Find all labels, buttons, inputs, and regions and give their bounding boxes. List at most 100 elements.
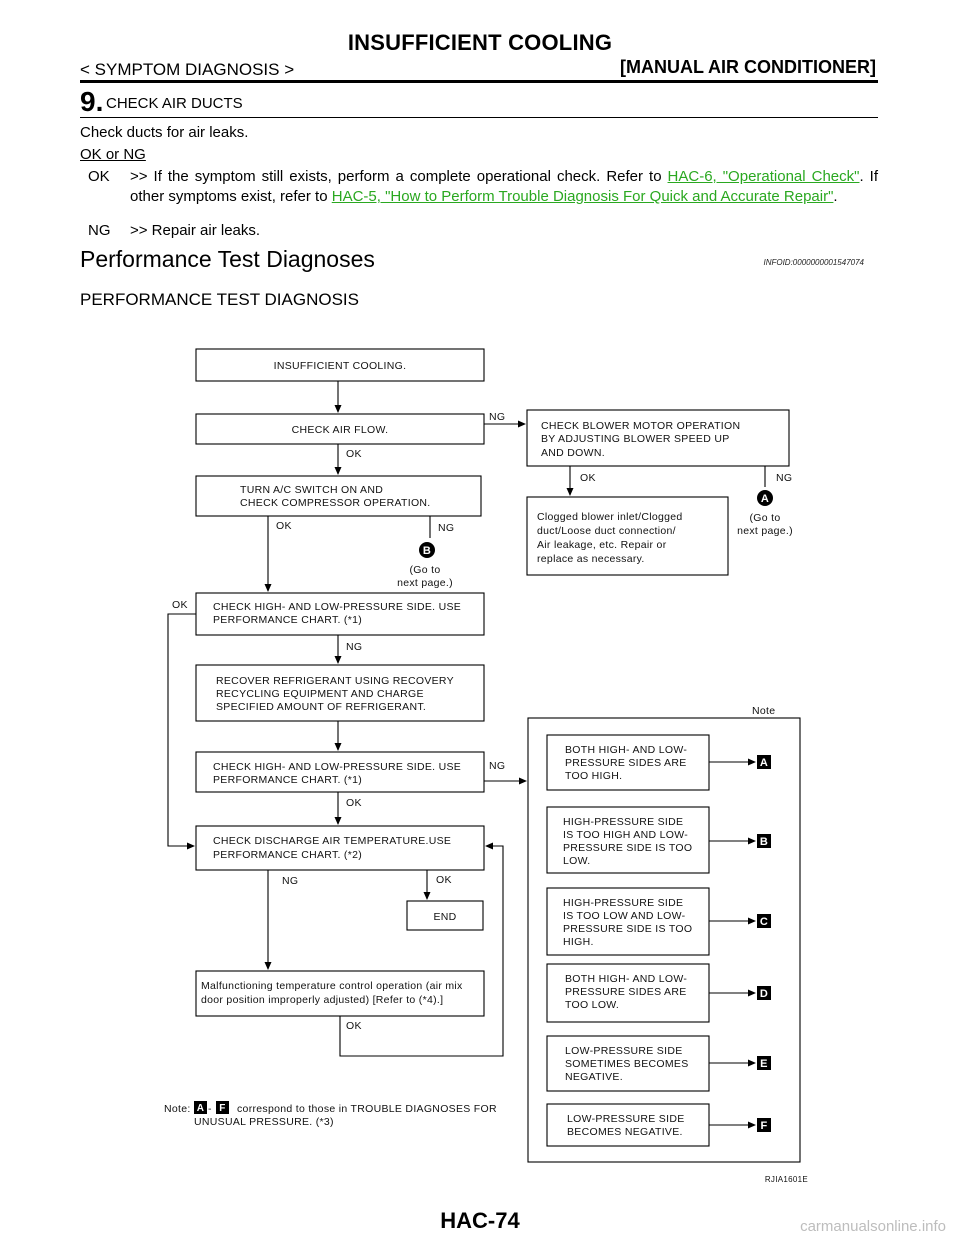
ok-description: >> If the symptom still exists, perform …: [130, 167, 878, 207]
text-clogged-4: replace as necessary.: [537, 553, 645, 565]
note-d-2: PRESSURE SIDES ARE: [565, 986, 687, 998]
note-c-1: HIGH-PRESSURE SIDE: [563, 897, 683, 909]
goto-b-2: next page.): [397, 577, 453, 589]
label-ng-air-flow: NG: [489, 411, 505, 423]
label-ok-blower: OK: [580, 472, 596, 484]
goto-a-1: (Go to: [750, 512, 781, 524]
text-turn-ac-1: TURN A/C SWITCH ON AND: [240, 484, 383, 496]
note-box-f: [546, 1103, 710, 1147]
marker-square-b: B: [757, 834, 771, 848]
text-malfunction-1: Malfunctioning temperature control opera…: [201, 980, 463, 992]
box-insufficient-cooling: [195, 348, 485, 382]
label-ok-pressure1: OK: [172, 599, 188, 611]
box-turn-ac-on: [195, 475, 482, 517]
result-heading: OK or NG: [80, 146, 146, 163]
text-clogged-1: Clogged blower inlet/Clogged: [537, 511, 683, 523]
label-ok-discharge: OK: [436, 874, 452, 886]
note-b-1: HIGH-PRESSURE SIDE: [563, 816, 683, 828]
text-pressure2-1: CHECK HIGH- AND LOW-PRESSURE SIDE. USE: [213, 761, 461, 773]
text-clogged-2: duct/Loose duct connection/: [537, 525, 676, 537]
note-d-1: BOTH HIGH- AND LOW-: [565, 973, 687, 985]
label-ok-pressure2: OK: [346, 797, 362, 809]
svg-text:A: A: [761, 493, 769, 505]
note-box-b: [546, 806, 710, 874]
svg-text:A: A: [760, 757, 768, 769]
page-number: HAC-74: [440, 1208, 520, 1233]
note-title: Note: [752, 705, 775, 717]
note-f-2: BECOMES NEGATIVE.: [567, 1126, 683, 1138]
note-e-3: NEGATIVE.: [565, 1071, 623, 1083]
note-b-4: LOW.: [563, 855, 590, 867]
svg-text:B: B: [423, 545, 431, 557]
note-c-2: IS TOO LOW AND LOW-: [563, 910, 686, 922]
label-ng-pressure1: NG: [346, 641, 362, 653]
marker-square-d: D: [757, 986, 771, 1000]
label-ok-air-flow: OK: [346, 448, 362, 460]
watermark: carmanualsonline.info: [800, 1218, 946, 1235]
step-number: 9.: [80, 86, 104, 117]
figure-id: RJIA1601E: [765, 1175, 808, 1184]
note-frame: [527, 717, 801, 1163]
note-c-3: PRESSURE SIDE IS TOO: [563, 923, 692, 935]
label-ok-compressor: OK: [276, 520, 292, 532]
box-check-pressure-2: [195, 751, 485, 793]
marker-square-a: A: [757, 755, 771, 769]
ng-description: >> Repair air leaks.: [130, 222, 261, 239]
goto-a-2: next page.): [737, 525, 793, 537]
svg-text:F: F: [760, 1120, 767, 1132]
text-end: END: [433, 911, 456, 923]
marker-square-e: E: [757, 1056, 771, 1070]
info-id: INFOID:0000000001547074: [763, 258, 864, 267]
marker-circle-b: B: [419, 542, 435, 558]
footnote-dash: -: [208, 1103, 212, 1115]
header-rule: [80, 80, 878, 83]
header-section: < SYMPTOM DIAGNOSIS >: [80, 60, 295, 79]
footnote-line-1: correspond to those in TROUBLE DIAGNOSES…: [237, 1103, 497, 1115]
ok-text-1: >> If the symptom still exists, perform …: [130, 168, 668, 185]
text-blower-3: AND DOWN.: [541, 447, 605, 459]
text-pressure2-2: PERFORMANCE CHART. (*1): [213, 774, 362, 786]
text-recover-3: SPECIFIED AMOUNT OF REFRIGERANT.: [216, 701, 426, 713]
note-e-2: SOMETIMES BECOMES: [565, 1058, 689, 1070]
page-header-title: INSUFFICIENT COOLING: [347, 30, 613, 55]
box-check-blower: [526, 409, 790, 467]
marker-square-f: F: [757, 1118, 771, 1132]
section-subtitle: PERFORMANCE TEST DIAGNOSIS: [80, 290, 359, 309]
text-pressure1-1: CHECK HIGH- AND LOW-PRESSURE SIDE. USE: [213, 601, 461, 613]
footnote-prefix: Note:: [164, 1103, 191, 1115]
note-e-1: LOW-PRESSURE SIDE: [565, 1045, 683, 1057]
text-malfunction-2: door position improperly adjusted) [Refe…: [201, 994, 443, 1006]
footnote-line-2: UNUSUAL PRESSURE. (*3): [194, 1116, 334, 1128]
text-insufficient-cooling: INSUFFICIENT COOLING.: [274, 360, 407, 372]
goto-b-1: (Go to: [410, 564, 441, 576]
label-ok-malfunction: OK: [346, 1020, 362, 1032]
note-a-2: PRESSURE SIDES ARE: [565, 757, 687, 769]
note-b-3: PRESSURE SIDE IS TOO: [563, 842, 692, 854]
text-discharge-1: CHECK DISCHARGE AIR TEMPERATURE.USE: [213, 835, 451, 847]
text-blower-1: CHECK BLOWER MOTOR OPERATION: [541, 420, 740, 432]
link-trouble-diagnosis[interactable]: HAC-5, "How to Perform Trouble Diagnosis…: [331, 188, 834, 205]
ok-text-2: . If other symptoms exist, refer to: [130, 168, 878, 205]
footnote-marker-a: A: [194, 1101, 207, 1114]
svg-text:C: C: [760, 916, 768, 928]
note-c-4: HIGH.: [563, 936, 594, 948]
label-ng-blower: NG: [776, 472, 792, 484]
note-d-3: TOO LOW.: [565, 999, 619, 1011]
text-blower-2: BY ADJUSTING BLOWER SPEED UP: [541, 433, 730, 445]
text-turn-ac-2: CHECK COMPRESSOR OPERATION.: [240, 497, 431, 509]
note-a-3: TOO HIGH.: [565, 770, 622, 782]
marker-circle-a: A: [757, 490, 773, 506]
ng-label: NG: [88, 222, 111, 239]
label-ng-pressure2: NG: [489, 760, 505, 772]
step-instruction: Check ducts for air leaks.: [80, 124, 249, 141]
svg-text:B: B: [760, 836, 768, 848]
note-b-2: IS TOO HIGH AND LOW-: [563, 829, 688, 841]
header-manual-type: [MANUAL AIR CONDITIONER]: [620, 57, 876, 77]
link-operational-check[interactable]: HAC-6, "Operational Check": [667, 168, 860, 185]
svg-text:D: D: [760, 988, 768, 1000]
box-recover-refrigerant: [195, 664, 485, 722]
text-check-air-flow: CHECK AIR FLOW.: [292, 424, 389, 436]
note-f-1: LOW-PRESSURE SIDE: [567, 1113, 685, 1125]
label-ng-compressor: NG: [438, 522, 454, 534]
